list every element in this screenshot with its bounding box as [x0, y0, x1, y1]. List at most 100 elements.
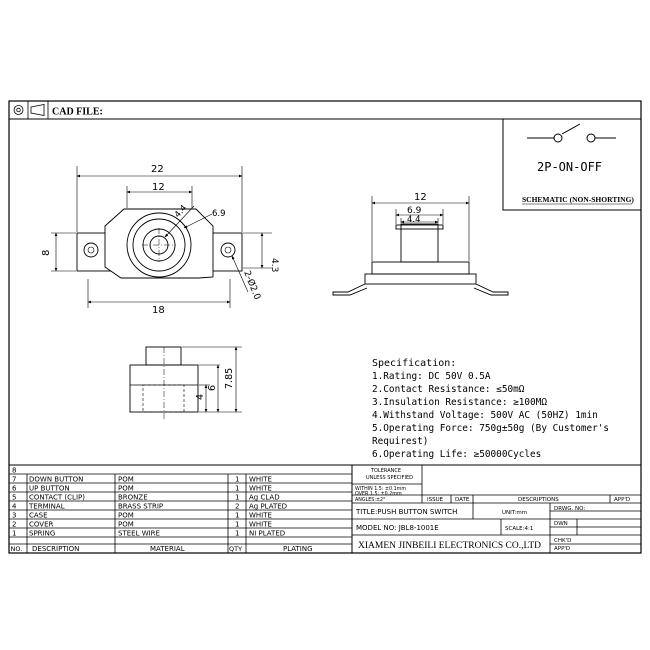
bom-cell-material: POM — [118, 476, 134, 484]
bom-header-no: NO. — [11, 545, 23, 553]
tolerance-title: TOLERANCE — [370, 468, 401, 474]
front-view — [129, 346, 242, 420]
sheet-border — [8, 100, 642, 554]
bom-cell-no: 1 — [12, 530, 16, 538]
spec-line: 6.Operating Life: ≥50000Cycles — [372, 449, 541, 460]
bom-cell-material: STEEL WIRE — [118, 530, 160, 538]
bom-header: NO. DESCRIPTION MATERIAL QTY PLATING — [11, 545, 313, 553]
bom-cell-qty: 1 — [235, 485, 239, 493]
bom-cell-plating: Ag CLAD — [249, 494, 280, 502]
spec-line: 5.Operating Force: 750g±50g (By Customer… — [372, 423, 609, 434]
side-view — [332, 196, 509, 296]
cover-outer — [126, 212, 192, 278]
rev-header-date: DATE — [455, 497, 470, 503]
bom-cell-no: 2 — [12, 521, 16, 529]
front-plunger — [142, 384, 185, 413]
bom-cell-plating: Ag PLATED — [249, 503, 287, 511]
dim-side-button: 4.4 — [407, 215, 421, 225]
drawing-title: TITLE:PUSH BUTTON SWITCH — [355, 508, 457, 516]
drawing-number-label: DRWG. NO: — [554, 506, 585, 512]
side-base — [364, 273, 477, 285]
schematic-caption: SCHEMATIC (NON-SHORTING) — [522, 195, 634, 204]
bom-cell-no: 6 — [12, 485, 17, 493]
bom-cell-description: TERMINAL — [28, 503, 65, 511]
bom-row: 6 UP BUTTON POM 1 WHITE — [12, 485, 272, 493]
checked-label: CHK'D — [554, 538, 571, 544]
side-button — [400, 223, 439, 263]
tolerance-subtitle: UNLESS SPECIFIED — [366, 475, 413, 481]
spec-line: 4.Withstand Voltage: 500V AC (50HZ) 1min — [372, 410, 598, 421]
mounting-hole-right — [220, 242, 236, 258]
dim-side-width: 12 — [414, 192, 427, 203]
bom-cell-plating: WHITE — [249, 476, 272, 484]
scale-label: SCALE:4:1 — [505, 526, 533, 532]
dim-hole: 2-Ø2.0 — [241, 269, 263, 302]
bom-cell-qty: 1 — [235, 476, 239, 484]
drawn-label: DWN — [554, 521, 568, 527]
bom-header-qty: QTY — [229, 545, 242, 553]
cad-file-label: CAD FILE: — [52, 107, 103, 118]
terminal-left — [332, 283, 368, 296]
bom-cell-description: DOWN BUTTON — [29, 476, 83, 484]
title-block-text: TOLERANCE UNLESS SPECIFIED WITHIN 1.5: ±… — [355, 468, 630, 552]
model-number: MODEL NO: JBL8-1001E — [356, 524, 439, 532]
bom-table-grid — [9, 464, 641, 553]
tolerance-line: WITHIN 1.5: ±0.1mm — [355, 486, 406, 492]
bom-cell-plating: WHITE — [249, 485, 272, 493]
title-block-grid — [352, 465, 641, 553]
bom-cell-qty: 1 — [235, 494, 239, 502]
bom-cell-qty: 1 — [235, 530, 239, 538]
bom-cell-material: POM — [118, 485, 134, 493]
terminal-right — [473, 283, 509, 296]
schematic-box: 2P-ON-OFF SCHEMATIC (NON-SHORTING) — [502, 118, 642, 211]
bom-cell-material: POM — [118, 521, 134, 529]
dim-height: 8 — [41, 250, 52, 256]
side-cover-top — [395, 224, 444, 230]
bom-cell-description: COVER — [29, 521, 53, 529]
bom-cell-description: UP BUTTON — [29, 485, 70, 493]
bom-cell-description: SPRING — [29, 530, 55, 538]
bom-cell-no: 7 — [12, 476, 16, 484]
cover-ring — [132, 218, 186, 272]
circuit-label: 2P-ON-OFF — [537, 160, 602, 174]
bom-row: 7 DOWN BUTTON POM 1 WHITE — [12, 476, 272, 484]
dim-front-lower: 4 — [195, 394, 206, 400]
side-case — [371, 261, 470, 275]
approved-label: APP'D — [554, 546, 570, 552]
bom-cell-qty: 2 — [235, 503, 239, 511]
top-view — [51, 166, 272, 308]
mounting-hole-left — [83, 242, 99, 258]
specification-block: Specification: 1.Rating: DC 50V 0.5A 2.C… — [372, 358, 609, 460]
bom-header-material: MATERIAL — [150, 545, 185, 553]
bom-cell-plating: WHITE — [249, 512, 272, 520]
company-name: XIAMEN JINBEILI ELECTRONICS CO.,LTD — [358, 541, 541, 551]
spec-line: 2.Contact Resistance: ≤50mΩ — [372, 384, 525, 395]
rev-header-issue: ISSUE — [427, 497, 444, 503]
spec-line: 3.Insulation Resistance: ≥100MΩ — [372, 397, 547, 408]
dim-front-overall: 7.85 — [224, 368, 235, 389]
bom-cell-description: CASE — [29, 512, 48, 520]
tolerance-line: OVER 1.5: ±0.2mm — [355, 491, 402, 497]
bom-cell-description: CONTACT (CLIP) — [29, 494, 85, 502]
bom-cell-no: 5 — [12, 494, 16, 502]
switch-contact-right — [586, 133, 596, 143]
dim-side-cover: 6.9 — [407, 206, 422, 216]
dim-front-body: 6 — [207, 385, 218, 391]
unit-label: UNIT:mm — [502, 510, 527, 516]
dim-cover: 6.9 — [212, 209, 226, 219]
bom-header-plating: PLATING — [283, 545, 313, 553]
bom-header-description: DESCRIPTION — [32, 545, 79, 553]
bom-cell-plating: WHITE — [249, 521, 272, 529]
front-button — [145, 346, 182, 366]
spec-heading: Specification: — [372, 358, 456, 369]
dim-boss: 12 — [152, 182, 165, 193]
spec-line: Requirest) — [372, 436, 428, 447]
switch-contact-left — [553, 133, 563, 143]
projection-symbol-icon — [13, 104, 45, 116]
